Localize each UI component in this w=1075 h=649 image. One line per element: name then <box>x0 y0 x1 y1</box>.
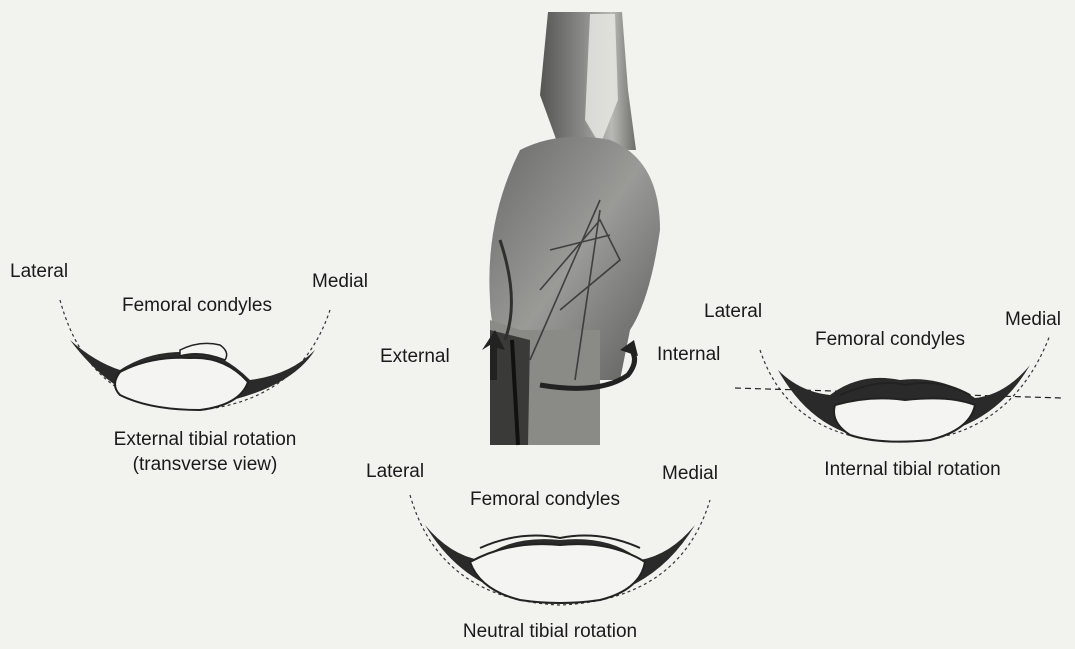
bottom-lateral-label: Lateral <box>366 462 424 481</box>
bottom-caption: Neutral tibial rotation <box>400 622 700 641</box>
left-cross-section <box>60 300 330 410</box>
left-medial-label: Medial <box>312 272 368 291</box>
right-condyles-label: Femoral condyles <box>815 330 965 349</box>
left-caption-line1: External tibial rotation <box>60 430 350 449</box>
bottom-medial-label: Medial <box>662 464 718 483</box>
right-lateral-label: Lateral <box>704 302 762 321</box>
bottom-cross-section <box>410 495 710 605</box>
left-caption-line2: (transverse view) <box>60 455 350 474</box>
left-condyles-label: Femoral condyles <box>122 296 272 315</box>
knee-illustration <box>482 12 660 445</box>
external-label: External <box>380 347 450 366</box>
right-caption: Internal tibial rotation <box>780 460 1045 479</box>
right-cross-section <box>735 335 1062 442</box>
left-lateral-label: Lateral <box>10 262 68 281</box>
bottom-condyles-label: Femoral condyles <box>470 490 620 509</box>
right-medial-label: Medial <box>1005 310 1061 329</box>
internal-label: Internal <box>657 345 720 364</box>
